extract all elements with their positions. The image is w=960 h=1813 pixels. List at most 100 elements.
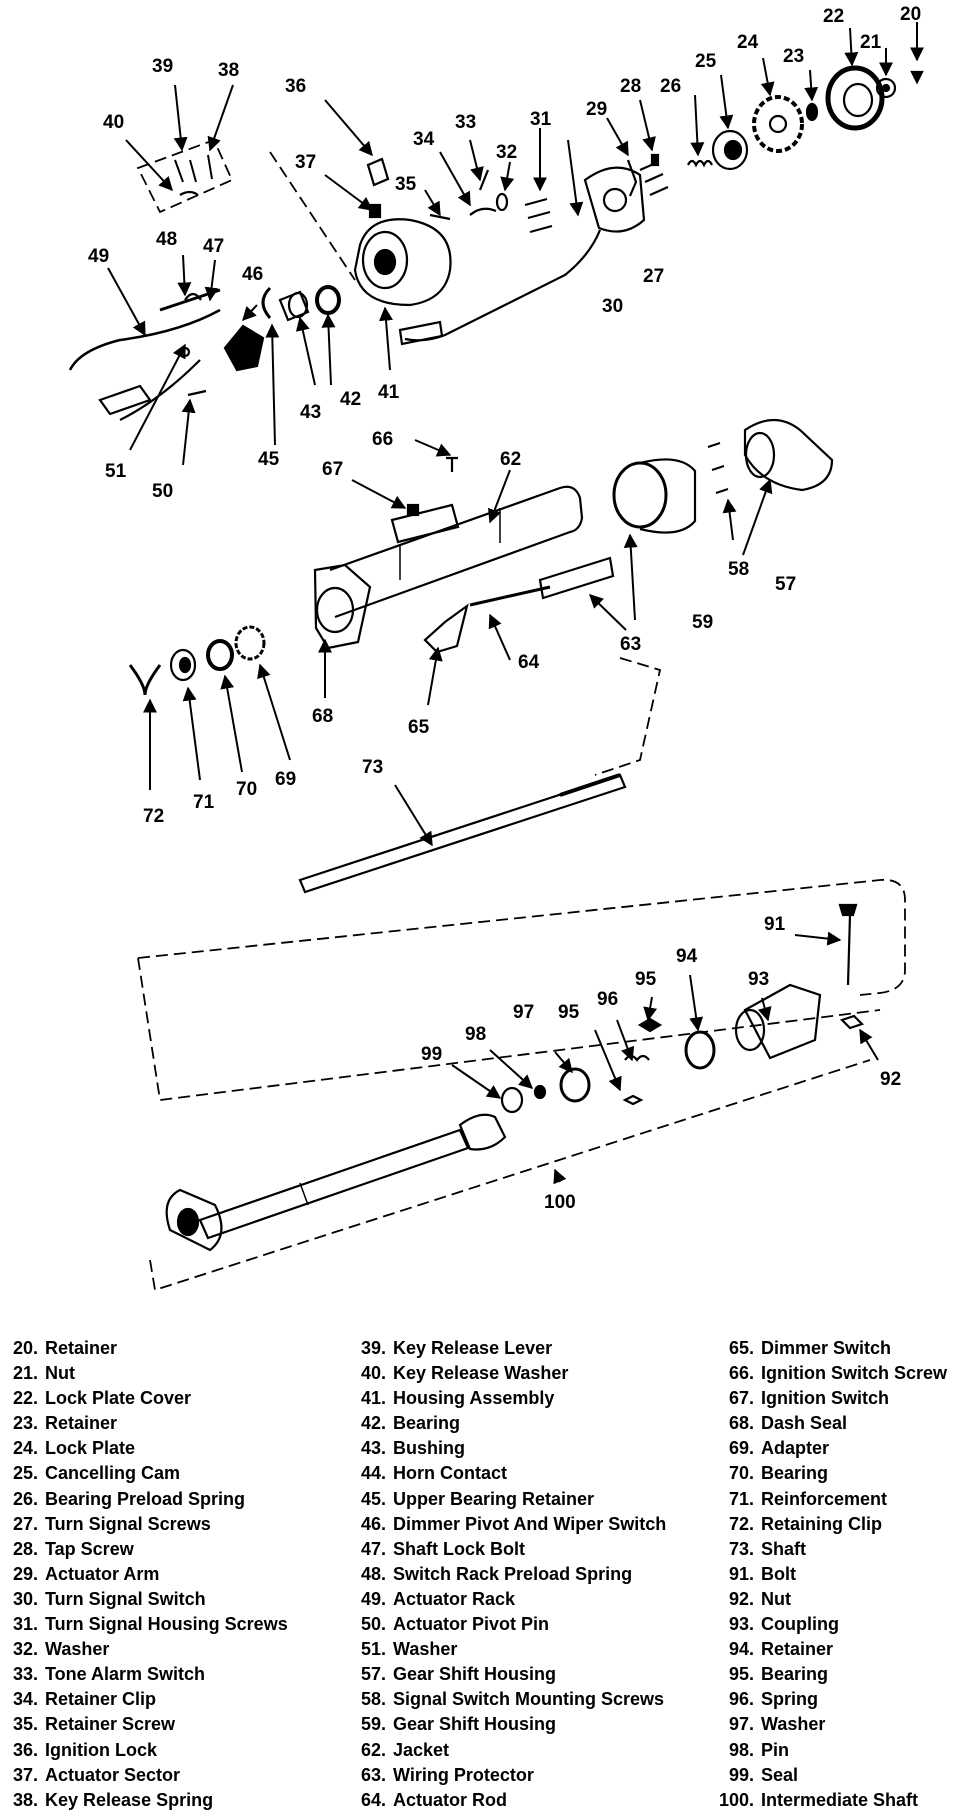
legend-item-label: Nut [761, 1588, 791, 1609]
legend-item: 46.Dimmer Pivot And Wiper Switch [352, 1512, 712, 1537]
callout-72: 72 [143, 806, 164, 827]
callout-70: 70 [236, 779, 257, 800]
legend-item-number: 27. [12, 1513, 38, 1534]
legend-item: 91.Bolt [710, 1562, 960, 1587]
part-64-actuator-rod [469, 585, 551, 607]
callout-64: 64 [518, 652, 540, 673]
legend-item: 49.Actuator Rack [352, 1587, 712, 1612]
legend-item-label: Dimmer Pivot And Wiper Switch [393, 1513, 667, 1534]
callout-labels: 20 21 22 23 24 25 26 28 29 27 30 31 32 3… [88, 4, 921, 1213]
legend-item: 92.Nut [710, 1587, 960, 1612]
legend-item: 94.Retainer [710, 1637, 960, 1662]
legend-item: 73.Shaft [710, 1537, 960, 1562]
callout-96: 96 [597, 989, 618, 1010]
legend-item-label: Washer [761, 1714, 826, 1735]
legend-item-label: Nut [45, 1363, 75, 1384]
legend-item-number: 95. [728, 1664, 754, 1685]
legend-item: 96.Spring [710, 1687, 960, 1712]
legend-item-label: Actuator Rack [393, 1588, 516, 1609]
legend-item: 93.Coupling [710, 1612, 960, 1637]
legend-item-number: 34. [12, 1689, 38, 1710]
callout-25: 25 [695, 51, 717, 72]
legend-item-label: Key Release Lever [393, 1338, 553, 1358]
legend-item-label: Bearing Preload Spring [45, 1488, 246, 1509]
exploded-steering-column-diagram: 20 21 22 23 24 25 26 28 29 27 30 31 32 3… [68, 4, 924, 1292]
legend-item: 24.Lock Plate [4, 1436, 344, 1461]
legend-item: 23.Retainer [4, 1411, 344, 1436]
legend-item-number: 69. [728, 1438, 754, 1459]
callout-95-lower: 95 [558, 1002, 580, 1023]
callout-34: 34 [413, 129, 435, 150]
legend-item-label: Upper Bearing Retainer [393, 1488, 595, 1509]
legend-item: 50.Actuator Pivot Pin [352, 1612, 712, 1637]
legend-item-label: Washer [393, 1639, 458, 1660]
callout-35: 35 [395, 174, 417, 195]
legend-item-number: 72. [728, 1513, 754, 1534]
legend-item-number: 50. [360, 1614, 386, 1635]
callout-37: 37 [295, 152, 316, 173]
legend-item-number: 41. [360, 1388, 386, 1409]
legend-item-number: 97. [728, 1714, 754, 1735]
part-95-bearing [622, 1017, 663, 1106]
part-31-housing-screws [524, 197, 553, 234]
legend-item-label: Jacket [393, 1739, 450, 1760]
legend-item: 58.Signal Switch Mounting Screws [352, 1687, 712, 1712]
callout-92: 92 [880, 1069, 901, 1090]
legend-item-label: Turn Signal Switch [45, 1588, 206, 1609]
legend-item-number: 40. [360, 1363, 386, 1384]
legend-item-label: Shaft [761, 1538, 806, 1559]
callout-97: 97 [513, 1002, 534, 1023]
legend-item-number: 23. [12, 1413, 38, 1434]
legend-item-number: 43. [360, 1438, 386, 1459]
legend-item: 21.Nut [4, 1361, 344, 1386]
legend-item: 64.Actuator Rod [352, 1788, 712, 1813]
legend-item-number: 44. [360, 1463, 386, 1484]
legend-item: 99.Seal [710, 1763, 960, 1788]
callout-26: 26 [660, 76, 681, 97]
legend-item: 42.Bearing [352, 1411, 712, 1436]
callout-99: 99 [421, 1044, 442, 1065]
legend-item-label: Dimmer Switch [761, 1338, 892, 1358]
legend-item-label: Housing Assembly [393, 1388, 555, 1409]
part-50-51-pivot-pin-washer [179, 346, 207, 397]
callout-33: 33 [455, 112, 476, 133]
legend-item-label: Bearing [761, 1463, 829, 1484]
legend-item-label: Pin [761, 1739, 790, 1760]
legend-item-label: Lock Plate Cover [45, 1388, 192, 1409]
part-26-bearing-preload-spring [687, 159, 713, 168]
part-99-seal [500, 1086, 524, 1114]
legend-item: 27. Turn Signal Screws [4, 1512, 344, 1537]
legend-item-number: 96. [728, 1689, 754, 1710]
legend-item-number: 29. [12, 1563, 38, 1584]
legend-item-label: Intermediate Shaft [761, 1789, 919, 1810]
legend-item-number: 39. [360, 1338, 386, 1358]
legend-item-label: Turn Signal Screws [45, 1513, 211, 1534]
part-25-cancelling-cam [711, 129, 749, 171]
legend-item: 41. Housing Assembly [352, 1386, 712, 1411]
part-32-33-34-35-small [429, 169, 509, 221]
legend-item-label: Adapter [761, 1438, 830, 1459]
callout-49: 49 [88, 246, 109, 267]
legend-item-number: 22. [12, 1388, 38, 1409]
part-67-ignition-switch [390, 503, 460, 544]
legend-item-number: 36. [12, 1739, 38, 1760]
legend-item: 62.Jacket [352, 1738, 712, 1763]
part-42-bearing [315, 285, 341, 315]
legend-item-number: 93. [728, 1614, 754, 1635]
legend-item-label: Washer [45, 1639, 110, 1660]
legend-item-number: 45. [360, 1488, 386, 1509]
legend-item: 71.Reinforcement [710, 1487, 960, 1512]
callout-58: 58 [728, 559, 749, 580]
legend-item: 67.Ignition Switch [710, 1386, 960, 1411]
legend-item-label: Horn Contact [393, 1463, 507, 1484]
part-100-intermediate-shaft [165, 1113, 507, 1252]
callout-98: 98 [465, 1024, 486, 1045]
callout-28: 28 [620, 76, 641, 97]
legend-item-label: Reinforcement [761, 1488, 888, 1509]
callout-94: 94 [676, 946, 698, 967]
callout-45: 45 [258, 449, 280, 470]
legend-item: 95.Bearing [710, 1662, 960, 1687]
